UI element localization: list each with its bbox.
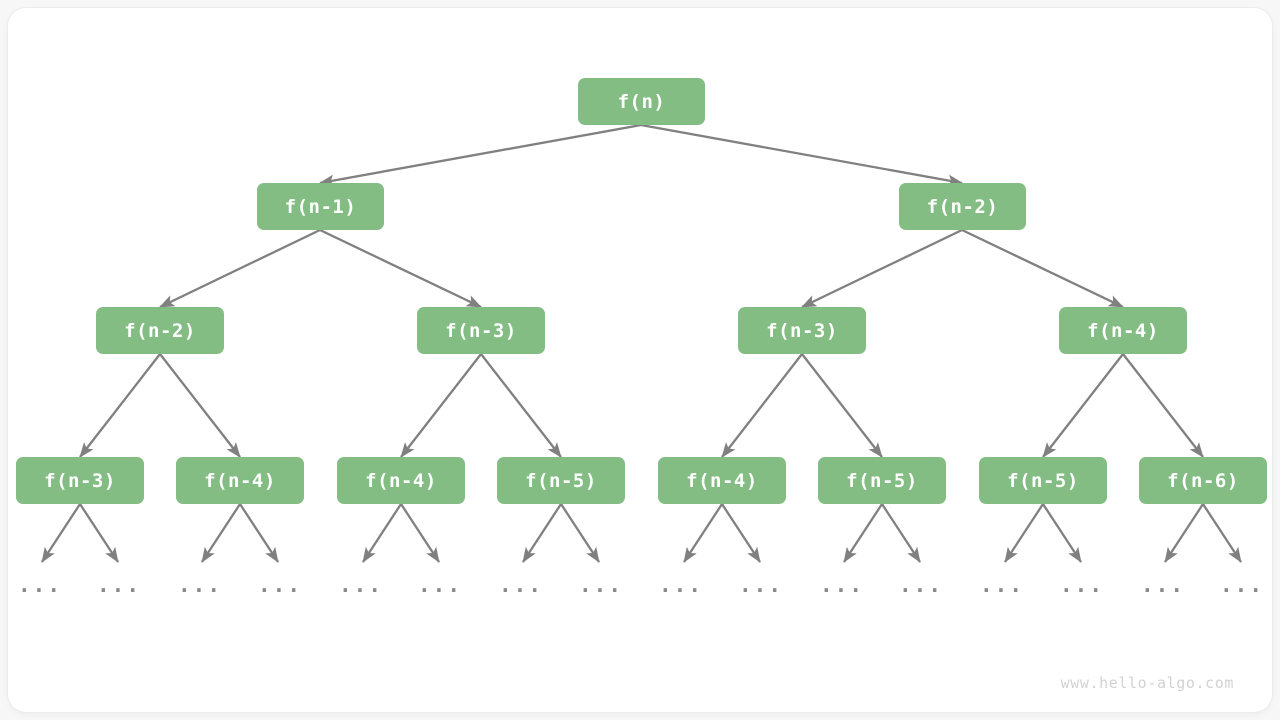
ellipsis-marker: ... [820, 573, 864, 597]
tree-node-level-3-4[interactable]: f(n-4) [658, 457, 786, 504]
tree-node-label: f(n-5) [846, 469, 918, 492]
ellipsis-marker: ... [579, 573, 623, 597]
tree-node-label: f(n-1) [284, 195, 357, 218]
ellipsis-marker: ... [980, 573, 1024, 597]
tree-node-level-3-5[interactable]: f(n-5) [818, 457, 946, 504]
tree-node-label: f(n-4) [686, 469, 758, 492]
ellipsis-marker: ... [899, 573, 943, 597]
tree-node-label: f(n-3) [766, 319, 838, 342]
tree-node-level-3-0[interactable]: f(n-3) [16, 457, 144, 504]
tree-node-level-2-1[interactable]: f(n-3) [417, 307, 545, 354]
ellipsis-marker: ... [97, 573, 141, 597]
ellipsis-marker: ... [418, 573, 462, 597]
tree-node-level-3-3[interactable]: f(n-5) [497, 457, 625, 504]
tree-node-label: f(n-3) [445, 319, 517, 342]
ellipsis-marker: ... [339, 573, 383, 597]
ellipsis-marker: ... [18, 573, 62, 597]
tree-node-level-2-2[interactable]: f(n-3) [738, 307, 866, 354]
ellipsis-marker: ... [1060, 573, 1104, 597]
ellipsis-marker: ... [739, 573, 783, 597]
watermark: www.hello-algo.com [1060, 674, 1234, 692]
tree-node-label: f(n-4) [365, 469, 437, 492]
tree-node-level-1-0[interactable]: f(n-1) [257, 183, 384, 230]
tree-node-label: f(n-6) [1167, 469, 1239, 492]
tree-node-level-3-6[interactable]: f(n-5) [979, 457, 1107, 504]
tree-node-label: f(n-4) [1087, 319, 1159, 342]
tree-node-level-2-3[interactable]: f(n-4) [1059, 307, 1187, 354]
tree-node-level-3-2[interactable]: f(n-4) [337, 457, 465, 504]
tree-node-level-3-1[interactable]: f(n-4) [176, 457, 304, 504]
tree-node-label: f(n-5) [1007, 469, 1079, 492]
tree-node-label: f(n-2) [926, 195, 999, 218]
tree-node-level-3-7[interactable]: f(n-6) [1139, 457, 1267, 504]
ellipsis-marker: ... [1141, 573, 1185, 597]
ellipsis-marker: ... [659, 573, 703, 597]
tree-node-label: f(n) [617, 90, 666, 113]
tree-node-label: f(n-5) [525, 469, 597, 492]
tree-node-label: f(n-4) [204, 469, 276, 492]
tree-node-label: f(n-2) [124, 319, 196, 342]
ellipsis-marker: ... [258, 573, 302, 597]
ellipsis-marker: ... [1220, 573, 1264, 597]
tree-node-label: f(n-3) [44, 469, 116, 492]
tree-node-level-0-0[interactable]: f(n) [578, 78, 705, 125]
ellipsis-marker: ... [499, 573, 543, 597]
ellipsis-marker: ... [178, 573, 222, 597]
tree-node-level-2-0[interactable]: f(n-2) [96, 307, 224, 354]
tree-node-level-1-1[interactable]: f(n-2) [899, 183, 1026, 230]
